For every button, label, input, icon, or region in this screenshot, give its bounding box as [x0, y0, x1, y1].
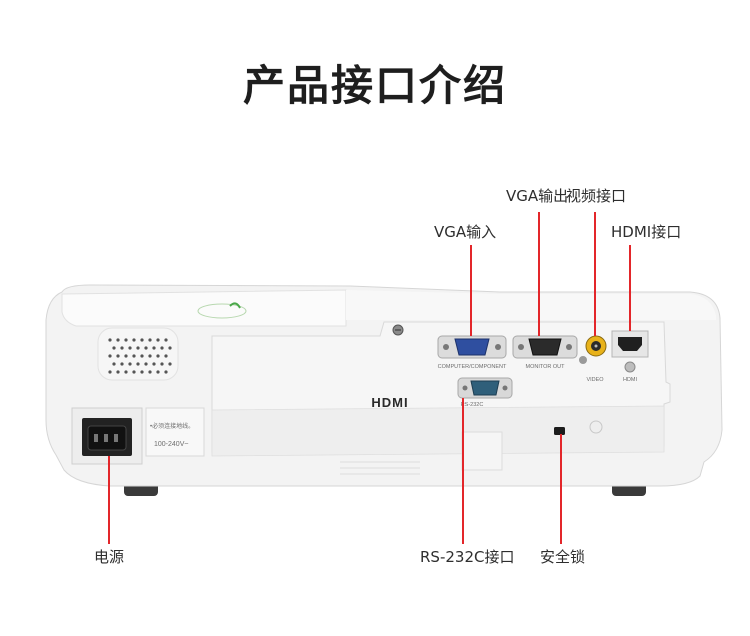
vga-output-port: [512, 335, 578, 359]
callout-vga-in: VGA输入: [434, 223, 497, 241]
label-video: VIDEO: [586, 377, 604, 383]
speaker-grille: [97, 327, 179, 381]
callout-vga-out: VGA输出: [506, 187, 569, 205]
leader-security-lock: [560, 434, 562, 544]
page-title: 产品接口介绍: [242, 61, 507, 110]
hdmi-logo: HDMI: [371, 395, 408, 410]
leader-video: [594, 212, 596, 336]
power-inlet: [71, 407, 143, 465]
leader-vga-out: [538, 212, 540, 336]
vga-input-port: [437, 335, 507, 359]
power-note-text: •必须连接地线。: [150, 422, 194, 430]
panel-screw: [392, 324, 404, 336]
callout-hdmi: HDMI接口: [611, 223, 682, 241]
label-rs232c: RS-232C: [461, 402, 484, 408]
power-note-plate: [145, 407, 205, 457]
callout-rs232c: RS-232C接口: [420, 548, 515, 566]
security-lock-slot: [554, 427, 565, 435]
sticker-graphic: [197, 302, 247, 319]
callout-video: 视频接口: [566, 187, 627, 205]
callout-power: 电源: [94, 548, 125, 566]
label-hdmi: HDMI: [623, 377, 638, 383]
label-computer-component: COMPUTER/COMPONENT: [438, 364, 507, 370]
service-cover: [461, 431, 503, 471]
leader-hdmi: [629, 245, 631, 331]
label-monitor-out: MONITOR OUT: [525, 364, 565, 370]
leader-rs232c: [462, 398, 464, 544]
leader-power: [108, 456, 110, 544]
leader-vga-in: [470, 245, 472, 336]
callout-security-lock: 安全锁: [540, 548, 586, 566]
voltage-text: 100-240V~: [154, 441, 188, 448]
rs232c-port: [457, 377, 513, 399]
hdmi-port: [611, 330, 649, 373]
lock-symbol-icon: [589, 420, 603, 434]
video-port: [585, 335, 607, 357]
